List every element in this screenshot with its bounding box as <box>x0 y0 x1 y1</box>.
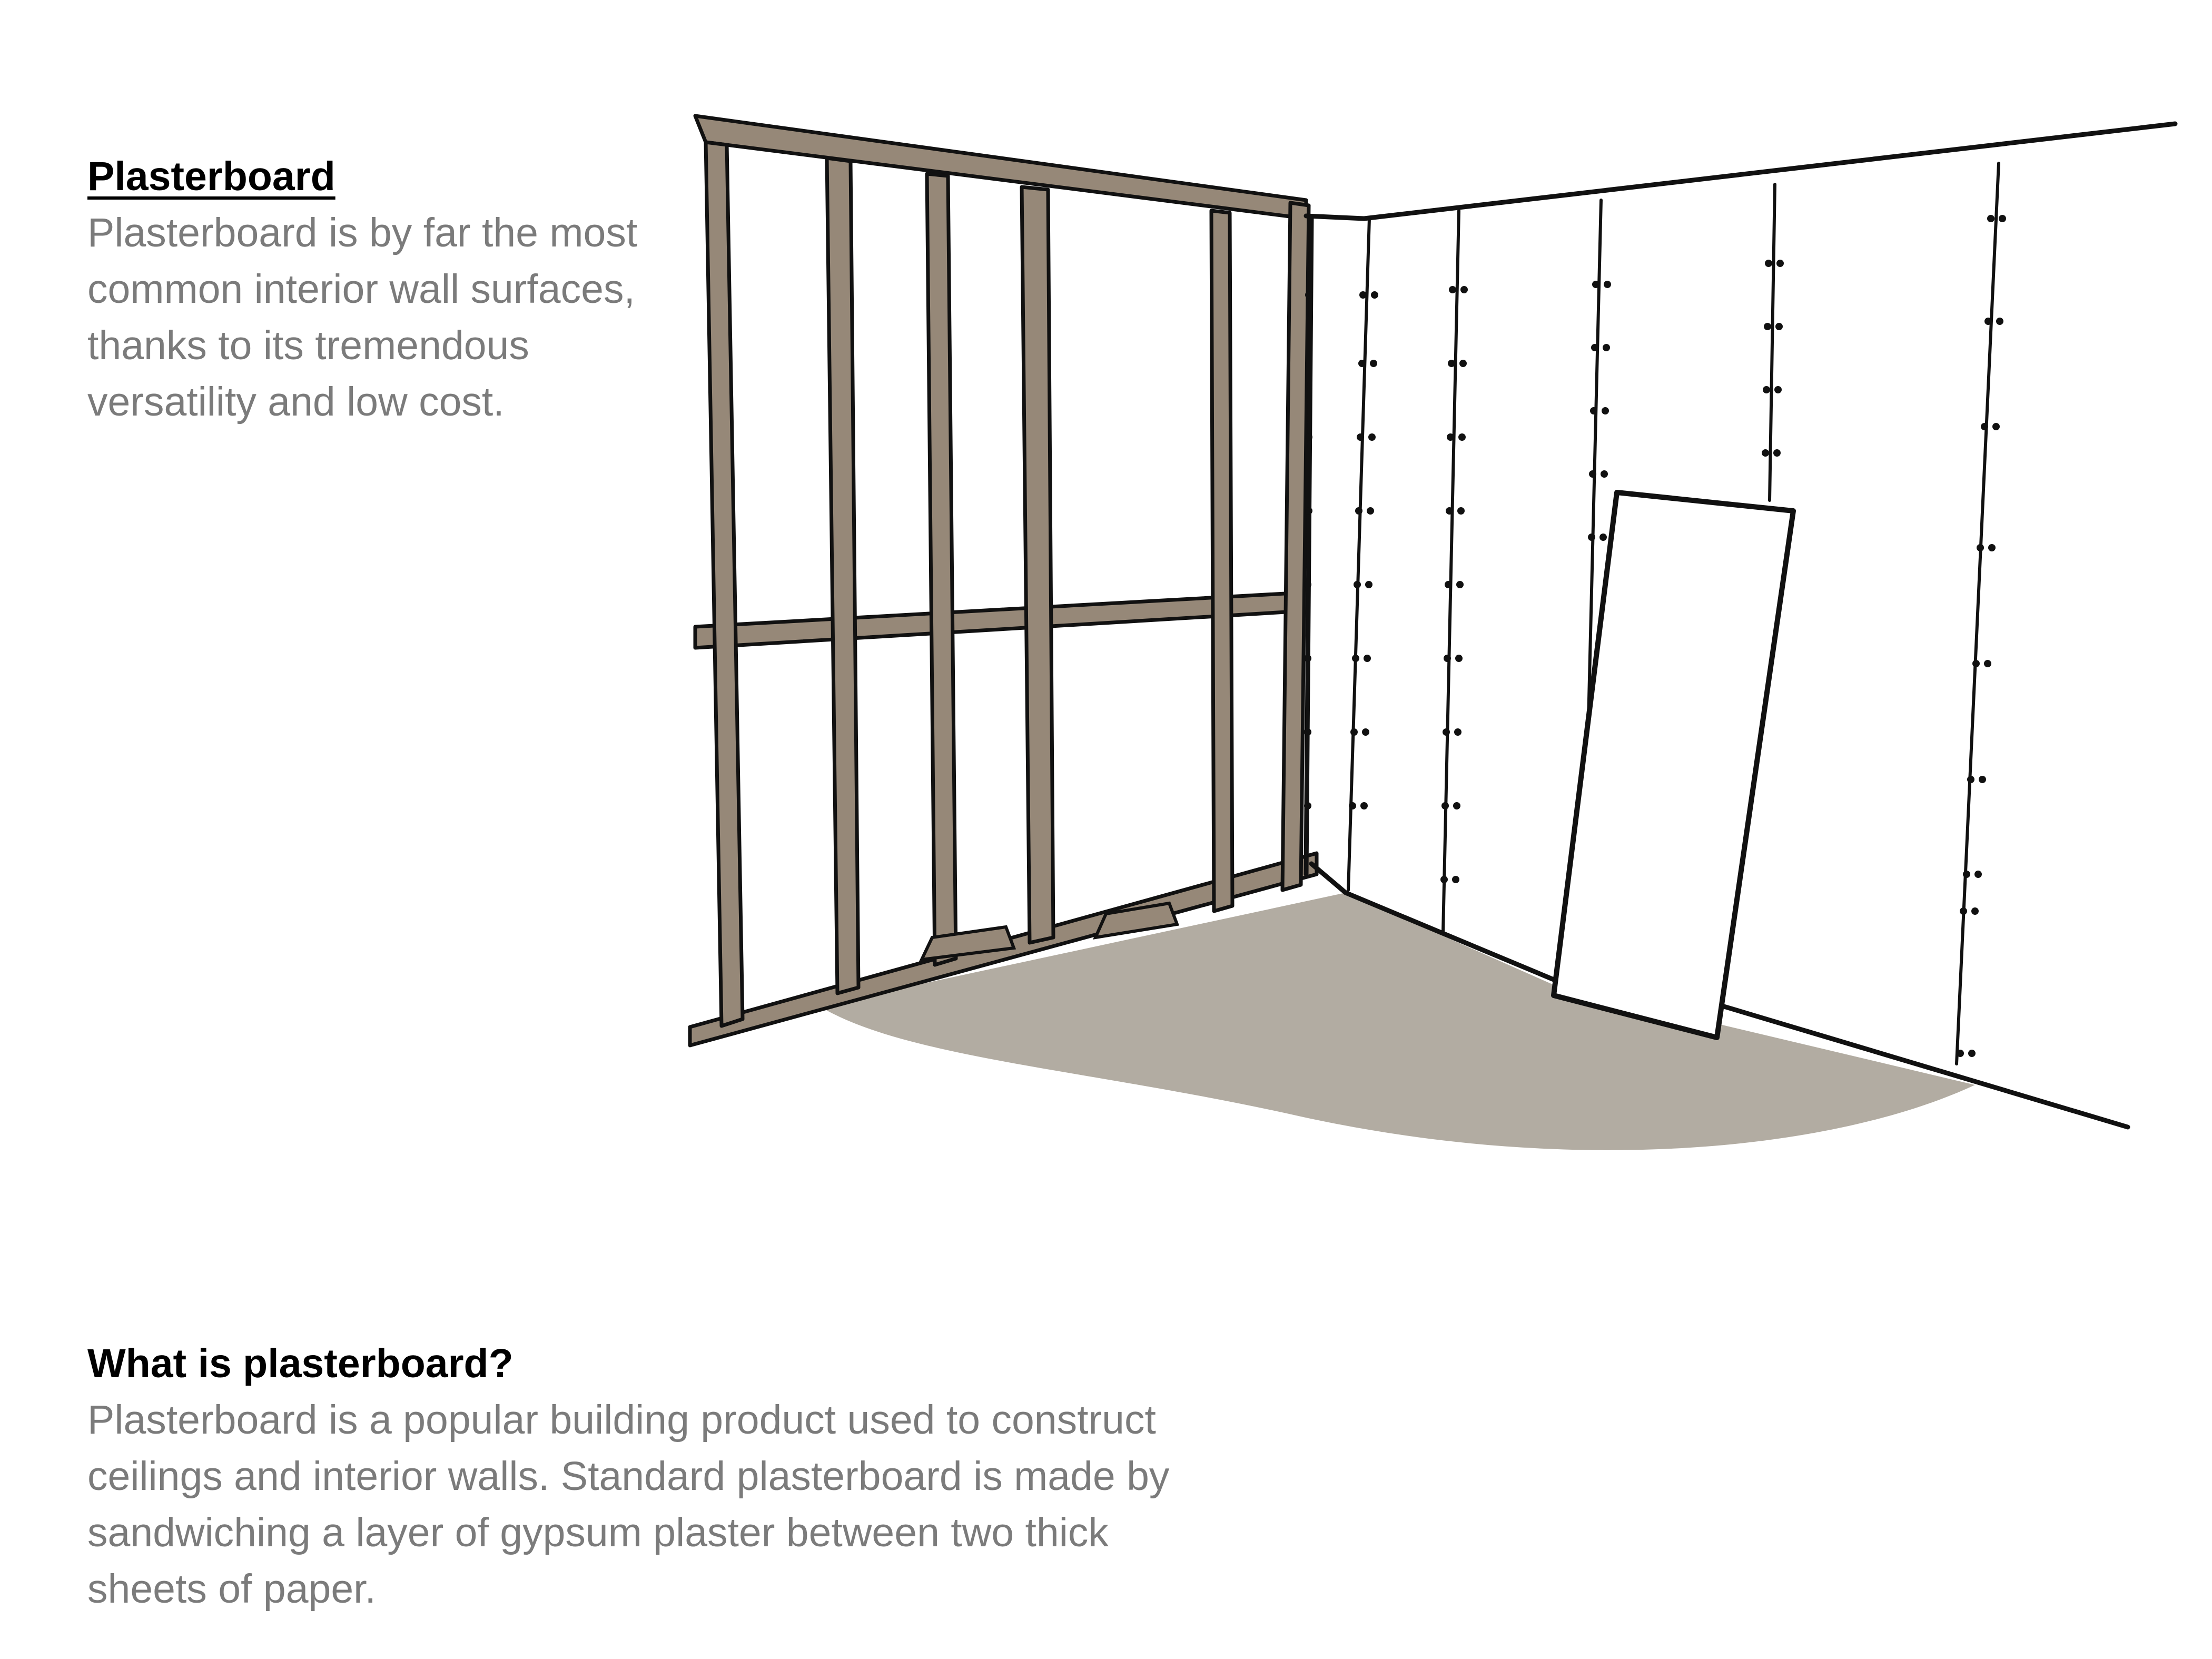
intro-section: Plasterboard Plasterboard is by far the … <box>87 149 683 430</box>
definition-section: What is plasterboard? Plasterboard is a … <box>87 1336 1220 1617</box>
wall-outlines <box>1303 121 2178 1130</box>
stud-framing <box>688 114 1319 1048</box>
section-heading-plasterboard: Plasterboard <box>87 154 335 199</box>
section-heading-what-is-plasterboard: What is plasterboard? <box>87 1341 514 1386</box>
floor-shadow <box>819 893 1975 1150</box>
screw-fixings <box>1304 215 2006 1057</box>
intro-paragraph: Plasterboard is by far the most common i… <box>87 210 638 424</box>
definition-paragraph: Plasterboard is a popular building produ… <box>87 1397 1170 1612</box>
leaning-plasterboard-sheet <box>1551 490 1796 1040</box>
floor-blocking <box>919 901 1180 962</box>
plasterboard-wall-illustration <box>688 114 2178 1150</box>
